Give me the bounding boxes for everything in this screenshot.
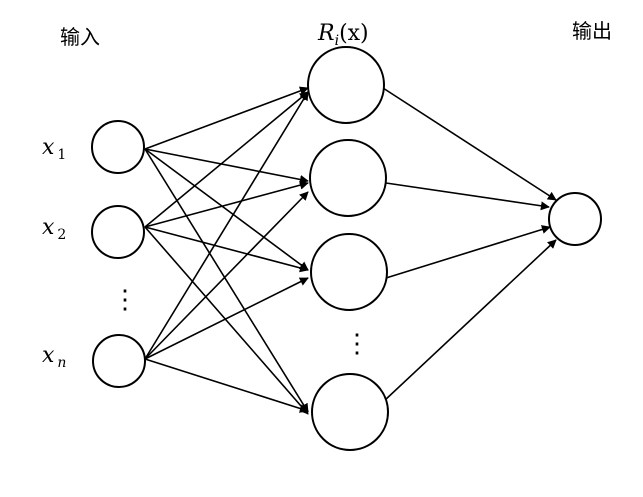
hidden-node-1 <box>307 46 385 124</box>
edge-xn-h1 <box>144 91 309 360</box>
input-label-x1-sub: 1 <box>57 147 66 163</box>
hidden-to-output-edges <box>382 87 557 402</box>
edge-x2-h2 <box>144 180 309 228</box>
edge-x1-h1 <box>144 86 309 150</box>
edge-x2-h1 <box>144 91 309 228</box>
edge-h4-out <box>383 239 557 402</box>
edge-xn-h2 <box>144 191 309 360</box>
edge-h1-out <box>382 87 557 201</box>
input-label-xn-var: x <box>42 343 55 368</box>
hidden-heading: Ri(x) <box>317 21 369 49</box>
hidden-node-2 <box>309 139 387 217</box>
edge-x1-h2 <box>144 148 309 184</box>
input-node-xn <box>92 334 146 388</box>
input-ellipsis: ⋮ <box>112 285 138 315</box>
edge-x2-h3 <box>144 226 309 273</box>
output-heading: 输出 <box>572 19 612 43</box>
input-to-hidden-edges <box>144 86 309 415</box>
edge-x1-h4 <box>144 148 309 413</box>
hidden-ellipsis: ⋮ <box>344 329 370 359</box>
edge-h2-out <box>385 182 550 211</box>
hidden-heading-arg: (x) <box>339 21 369 46</box>
edge-xn-h4 <box>144 358 309 413</box>
input-node-x1 <box>91 120 145 174</box>
hidden-heading-main: R <box>317 21 335 46</box>
input-label-xn-sub: n <box>57 355 66 371</box>
edge-h3-out <box>385 225 551 279</box>
hidden-heading-sub: i <box>335 33 339 49</box>
edge-x1-h3 <box>144 148 309 271</box>
input-label-x1-var: x <box>42 135 55 160</box>
output-node <box>548 192 602 246</box>
input-heading: 输入 <box>60 25 100 49</box>
input-label-x2-var: x <box>42 215 55 240</box>
input-label-x2-sub: 2 <box>57 227 66 243</box>
hidden-node-3 <box>310 233 388 311</box>
input-node-x2 <box>91 205 145 259</box>
edge-x2-h4 <box>144 226 309 415</box>
edge-xn-h3 <box>144 277 309 360</box>
hidden-node-4 <box>311 373 389 451</box>
